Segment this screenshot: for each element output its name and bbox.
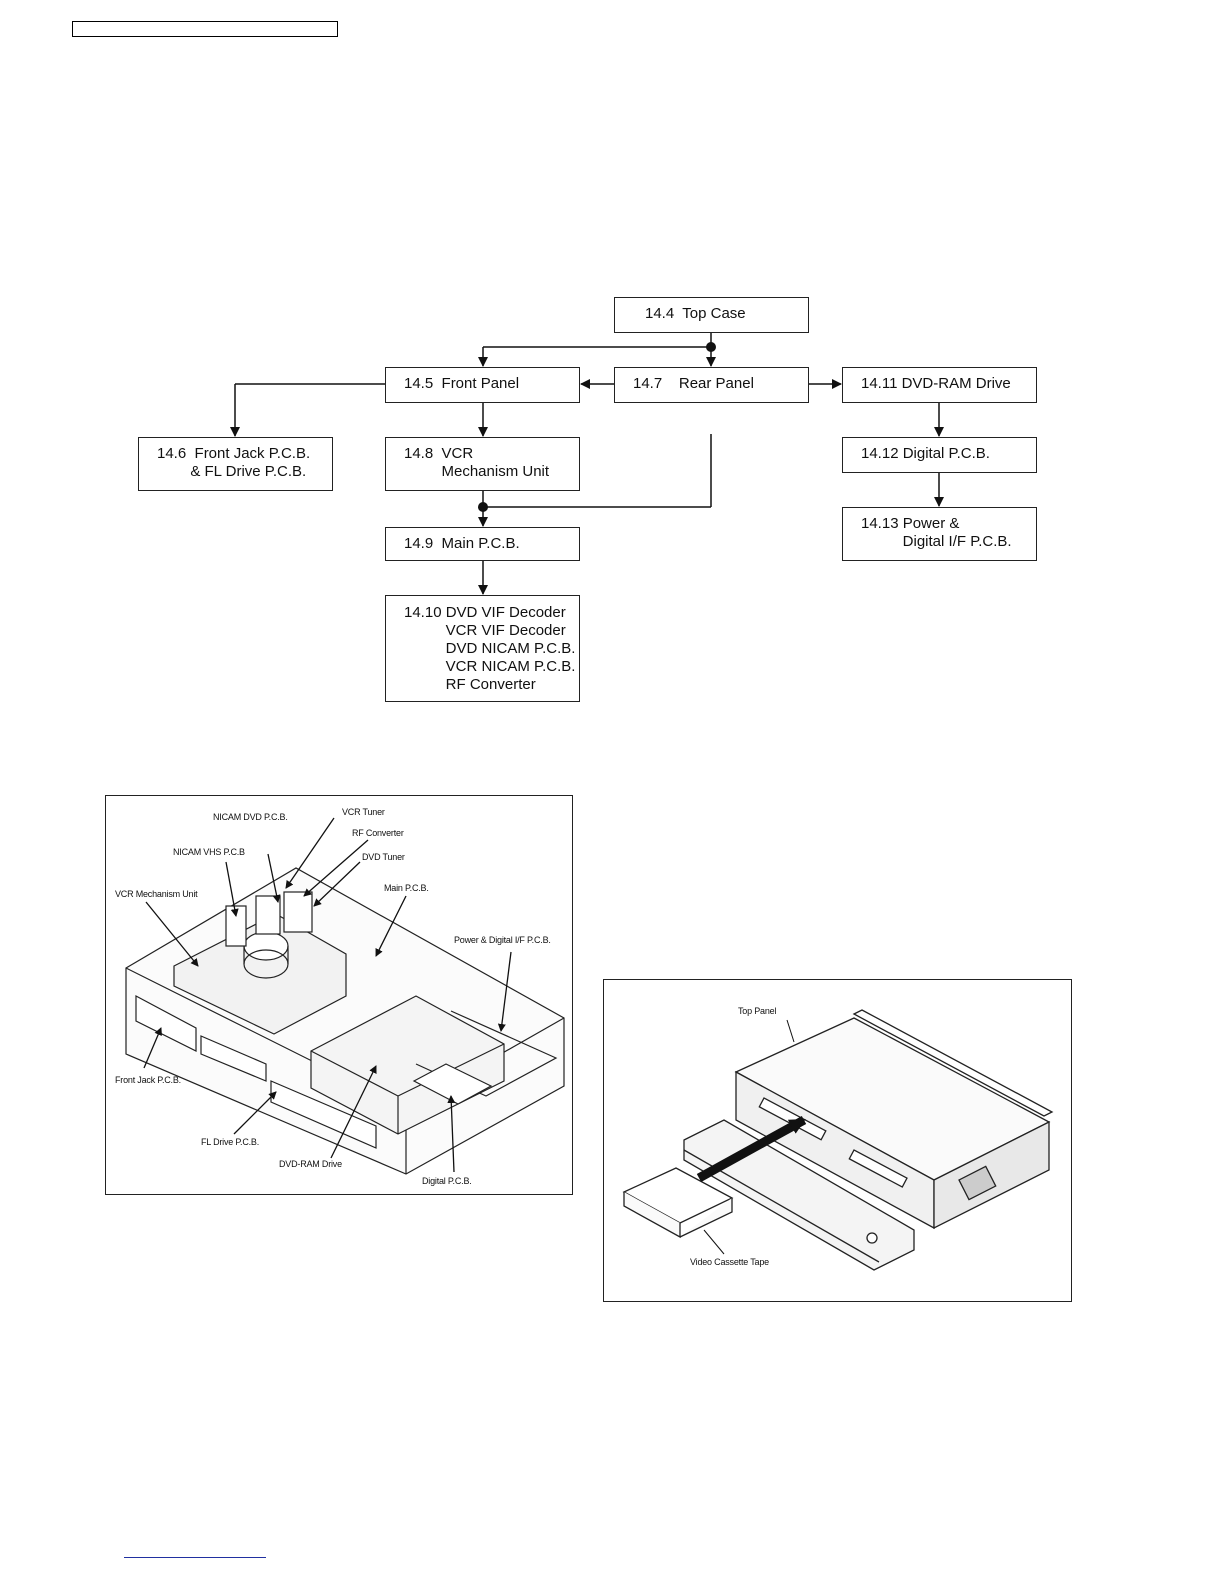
box-front-jack: 14.6 Front Jack P.C.B. & FL Drive P.C.B. [138, 437, 333, 491]
box-rear-panel: 14.7 Rear Panel [614, 367, 809, 403]
label-power-digital: Power & Digital I/F P.C.B. [454, 935, 551, 945]
internal-layout-figure: NICAM DVD P.C.B. VCR Tuner RF Converter … [105, 795, 573, 1195]
label-nicam-dvd: NICAM DVD P.C.B. [213, 812, 288, 822]
internal-layout-drawing [125, 817, 565, 1175]
box-digital-pcb: 14.12 Digital P.C.B. [842, 437, 1037, 473]
label-top-panel: Top Panel [738, 1006, 777, 1016]
box-top-case: 14.4 Top Case [614, 297, 809, 333]
top-panel-drawing [622, 1009, 1054, 1271]
label-main-pcb: Main P.C.B. [384, 883, 429, 893]
label-front-jack: Front Jack P.C.B. [115, 1075, 181, 1085]
box-front-panel: 14.5 Front Panel [385, 367, 580, 403]
footer-link-line[interactable] [124, 1557, 266, 1558]
label-dvd-ram-drive: DVD-RAM Drive [279, 1159, 342, 1169]
box-vcr-mechanism: 14.8 VCR Mechanism Unit [385, 437, 580, 491]
label-nicam-vhs: NICAM VHS P.C.B [173, 847, 245, 857]
box-decoders: 14.10 DVD VIF Decoder VCR VIF Decoder DV… [385, 595, 580, 702]
header-box [72, 21, 338, 37]
box-power-digital: 14.13 Power & Digital I/F P.C.B. [842, 507, 1037, 561]
label-vcr-tuner: VCR Tuner [342, 807, 385, 817]
label-fl-drive: FL Drive P.C.B. [201, 1137, 260, 1147]
label-rf-converter: RF Converter [352, 828, 404, 838]
box-main-pcb: 14.9 Main P.C.B. [385, 527, 580, 561]
label-video-cassette: Video Cassette Tape [690, 1257, 769, 1267]
label-vcr-mechanism: VCR Mechanism Unit [115, 889, 198, 899]
flowchart-connectors [230, 333, 944, 595]
label-dvd-tuner: DVD Tuner [362, 852, 405, 862]
label-digital-pcb: Digital P.C.B. [422, 1176, 472, 1186]
box-dvd-ram-drive: 14.11 DVD-RAM Drive [842, 367, 1037, 403]
top-panel-figure: Top Panel Video Cassette Tape [603, 979, 1072, 1302]
